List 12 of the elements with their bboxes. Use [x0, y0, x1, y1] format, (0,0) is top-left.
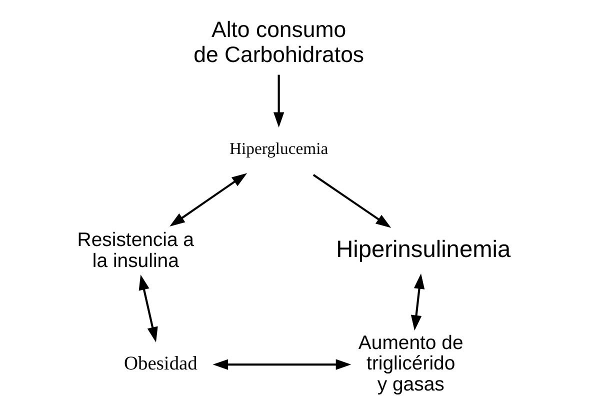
node-text: Alto consumo de Carbohidratos [194, 16, 364, 67]
arrow [212, 359, 352, 370]
node-text: Hiperglucemia [229, 139, 328, 158]
arrow [312, 174, 392, 228]
arrow [170, 173, 248, 226]
node-text: Hiperinsulinemia [336, 236, 511, 263]
arrow [410, 274, 425, 331]
node-text: Obesidad [124, 354, 198, 375]
node-text: Resistencia a la insulina [77, 229, 194, 272]
node-text: Aumento de triglicérido y gasas [358, 332, 464, 396]
arrow [273, 74, 284, 128]
arrow [138, 274, 158, 342]
